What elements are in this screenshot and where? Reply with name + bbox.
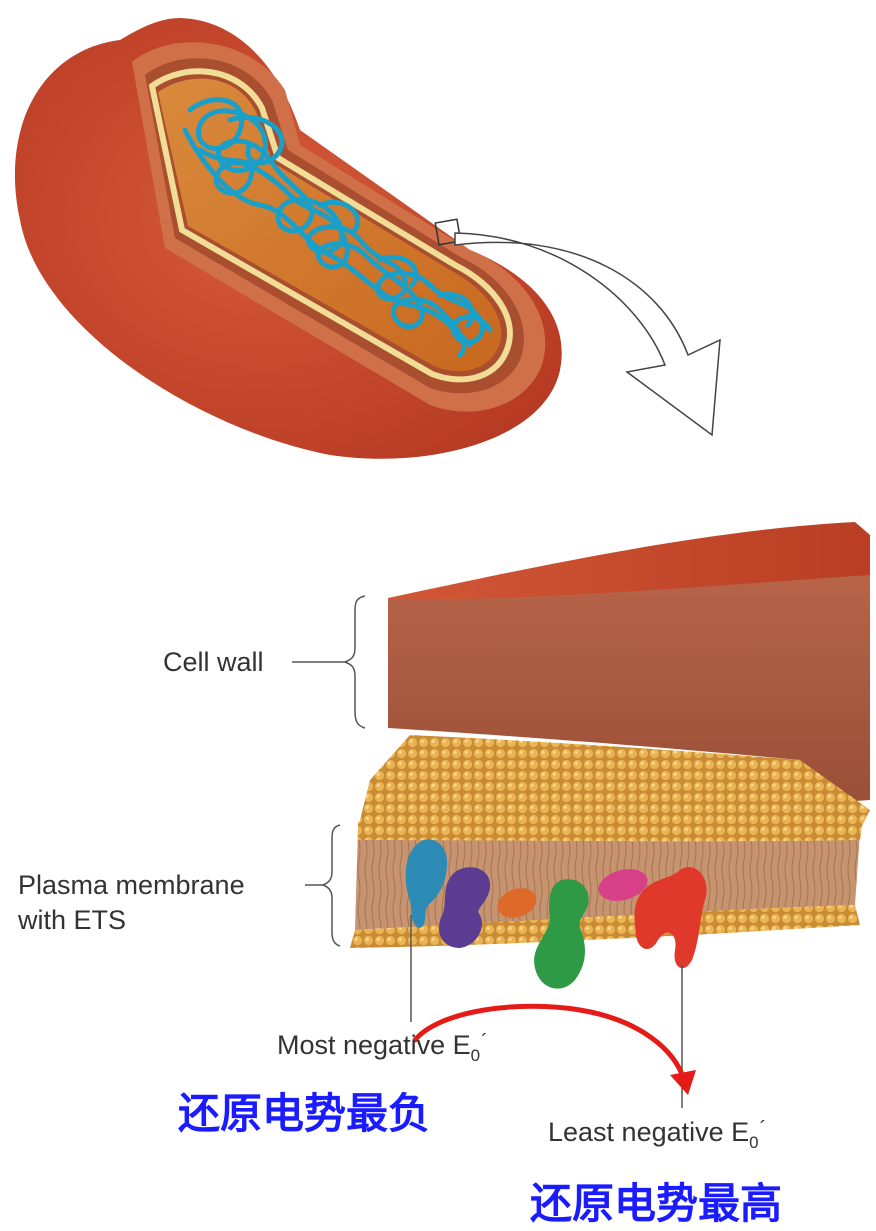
e-subscript: 0 [471,1046,480,1065]
e-prime: ´ [481,1031,488,1053]
least-negative-text: Least negative E [548,1117,749,1147]
plasma-membrane-bracket [323,825,340,946]
plasma-membrane-label-line2: with ETS [18,905,126,936]
e-prime-2: ´ [760,1118,767,1140]
least-negative-label: Least negative E0´ [548,1117,766,1148]
cell-wall-label: Cell wall [163,647,264,678]
e-subscript-2: 0 [749,1133,758,1152]
membrane-section [350,522,870,989]
electron-flow-arrowhead [670,1070,696,1095]
plasma-membrane-label: Plasma membrane [18,870,245,901]
most-negative-label: Most negative E0´ [277,1030,488,1061]
cell-wall-bracket [345,596,365,728]
chinese-most-negative-label: 还原电势最负 [178,1080,430,1141]
most-negative-text: Most negative E [277,1030,471,1060]
